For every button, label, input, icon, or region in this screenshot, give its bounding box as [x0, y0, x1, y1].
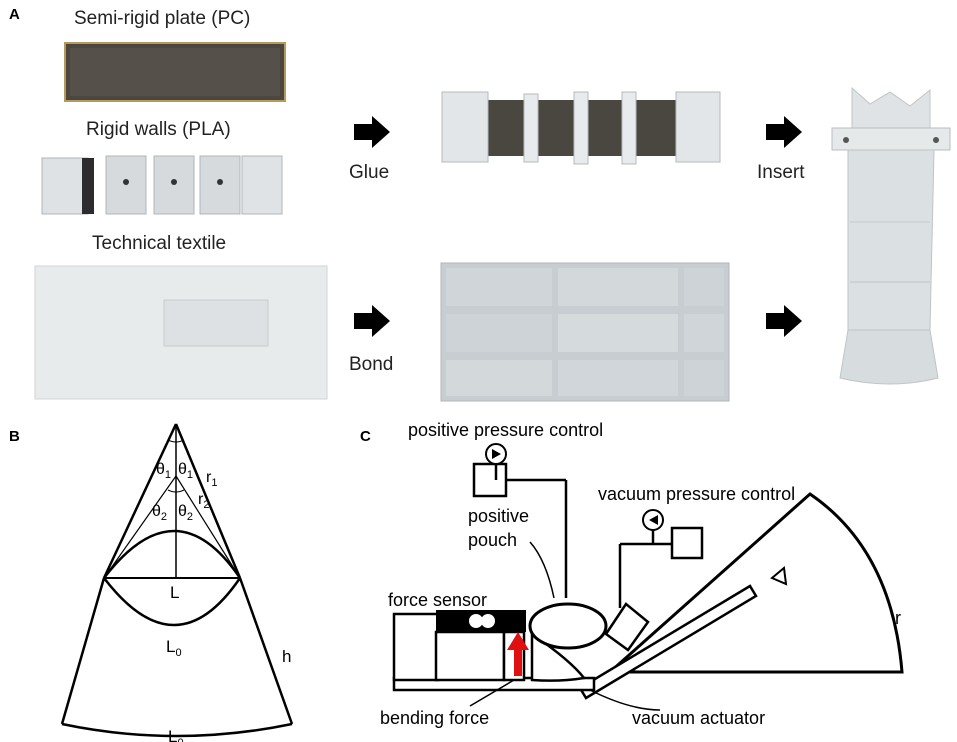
L0-outer-label: L0: [168, 727, 184, 742]
label-technical-textile: Technical textile: [92, 233, 227, 254]
theta2-arc: [167, 489, 185, 493]
h-label: h: [282, 647, 291, 666]
upper-arc: [103, 529, 242, 579]
vacuum-pressure-box: [670, 526, 704, 560]
panel-c-setup-diagram: positive pressure control vacuum pressur…: [380, 420, 904, 728]
bending-force-arrow-icon: [507, 632, 529, 676]
cone-right-edge: [174, 423, 242, 579]
positive-pouch-label-line1: positive: [468, 506, 529, 526]
positive-pressure-control-label: positive pressure control: [408, 420, 603, 440]
label-semi-rigid-plate: Semi-rigid plate (PC): [74, 8, 251, 29]
vacuum-actuator-label: vacuum actuator: [632, 708, 765, 728]
positive-pouch: [528, 602, 608, 650]
sector-right-edge: [238, 577, 294, 725]
arrow-right-icon: [354, 116, 390, 148]
pressure-block: [604, 602, 650, 652]
r1-label: r1: [206, 469, 217, 489]
rigid-walls-image: [41, 155, 283, 215]
arrow-right-icon: [766, 305, 802, 337]
vacuum-pressure-control-label: vacuum pressure control: [598, 484, 795, 504]
theta1-arc: [167, 439, 185, 443]
inner-left-ray: [103, 475, 177, 579]
force-sensor-label: force sensor: [388, 590, 487, 610]
bending-arm: [578, 584, 758, 700]
theta1-left-label: θ1: [156, 461, 171, 481]
sector-left-edge: [60, 577, 106, 725]
technical-textile-image: [34, 265, 328, 400]
positive-pouch-label-line2: pouch: [468, 530, 517, 550]
step-insert-label: Insert: [757, 162, 805, 183]
lower-arc-L0: [103, 577, 242, 627]
arrow-right-icon: [766, 116, 802, 148]
step-bond-label: Bond: [349, 354, 394, 375]
panel-b-geometry-diagram: θ1 θ1 r1 r2 θ2 θ2 L L0 h L0: [60, 423, 294, 742]
theta1-right-label: θ1: [178, 461, 193, 481]
cone-left-edge: [102, 423, 178, 579]
theta2-left-label: θ2: [152, 503, 167, 523]
inner-right-ray: [175, 475, 241, 579]
L0-inner-label: L0: [166, 637, 182, 659]
glued-plate-image: [441, 91, 721, 165]
sensor-block: [434, 630, 506, 682]
outer-arc-L0: [61, 722, 293, 738]
bending-force-label: bending force: [380, 708, 489, 728]
arrow-right-icon: [354, 305, 390, 337]
force-sensor-dot: [481, 614, 495, 628]
panel-b-letter: B: [9, 428, 20, 445]
final-actuator-image: [831, 86, 951, 385]
panel-c-letter: C: [360, 428, 371, 445]
theta2-right-label: θ2: [178, 503, 193, 523]
step-glue-label: Glue: [349, 162, 390, 183]
L-label: L: [170, 583, 179, 602]
label-rigid-walls: Rigid walls (PLA): [86, 119, 231, 140]
force-sensor-dot: [469, 614, 483, 628]
bonded-textile-image: [440, 262, 730, 402]
r2-label: r2: [198, 491, 209, 511]
protractor-marker-icon: [770, 566, 788, 586]
positive-pressure-box: [472, 462, 508, 498]
left-support-block: [392, 612, 440, 682]
panel-a-letter: A: [9, 6, 20, 23]
semi-rigid-plate-image: [64, 42, 286, 102]
